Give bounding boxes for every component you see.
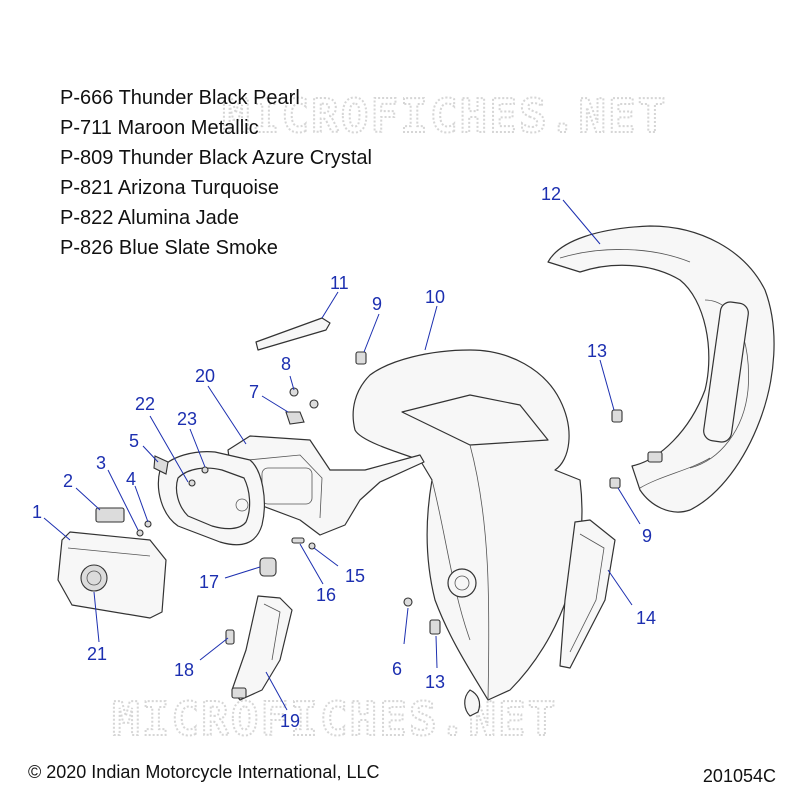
copyright-notice: © 2020 Indian Motorcycle International, … bbox=[28, 762, 380, 782]
callout-18: 18 bbox=[174, 660, 194, 680]
figure-number: 201054C bbox=[702, 766, 776, 786]
clip-9a bbox=[355, 351, 367, 365]
screw-18 bbox=[225, 629, 235, 645]
part-10-inner-fairing bbox=[352, 349, 583, 717]
screw-22 bbox=[188, 479, 196, 487]
part-22-gauge-bezel bbox=[157, 451, 265, 546]
washer-23 bbox=[201, 466, 209, 474]
callout-23: 23 bbox=[177, 409, 197, 429]
callout-22: 22 bbox=[135, 394, 155, 414]
callout-7: 7 bbox=[249, 382, 259, 402]
callout-20: 20 bbox=[195, 366, 215, 386]
paint-code-list: P-666 Thunder Black Pearl P-711 Maroon M… bbox=[60, 83, 372, 263]
callout-9-right: 9 bbox=[642, 526, 652, 546]
clip-9b bbox=[609, 477, 621, 489]
screw-8b bbox=[309, 399, 319, 409]
part-12-outer-fairing bbox=[547, 225, 775, 513]
callout-9-top: 9 bbox=[372, 294, 382, 314]
callout-4: 4 bbox=[126, 469, 136, 489]
clip-13b bbox=[429, 619, 441, 635]
callout-13-top: 13 bbox=[587, 341, 607, 361]
callout-5: 5 bbox=[129, 431, 139, 451]
paint-code-item: P-821 Arizona Turquoise bbox=[60, 177, 280, 199]
grommet-5 bbox=[153, 455, 169, 475]
screw-16 bbox=[291, 537, 305, 544]
callout-21: 21 bbox=[87, 644, 107, 664]
paint-code-item: P-666 Thunder Black Pearl bbox=[60, 87, 300, 109]
leader-lines bbox=[43, 199, 641, 711]
bushing-17 bbox=[259, 557, 277, 577]
paint-code-item: P-711 Maroon Metallic bbox=[60, 117, 259, 139]
bracket-7 bbox=[285, 411, 305, 425]
nut-3 bbox=[136, 529, 144, 537]
callout-6: 6 bbox=[392, 659, 402, 679]
part-2-label bbox=[95, 507, 125, 523]
callout-14: 14 bbox=[636, 608, 656, 628]
callout-10: 10 bbox=[425, 287, 445, 307]
callout-2: 2 bbox=[63, 471, 73, 491]
clip-13a bbox=[611, 409, 623, 423]
part-1-front-cover bbox=[57, 531, 167, 619]
callout-16: 16 bbox=[316, 585, 336, 605]
watermark-top: MICROFICHES.NET bbox=[222, 89, 667, 143]
paint-code-item: P-826 Blue Slate Smoke bbox=[60, 237, 278, 259]
callout-8: 8 bbox=[281, 354, 291, 374]
callout-13-bottom: 13 bbox=[425, 672, 445, 692]
callout-15: 15 bbox=[345, 566, 365, 586]
callout-19: 19 bbox=[280, 711, 300, 731]
callout-numbers: 1 2 3 4 5 6 7 8 9 9 10 11 12 13 13 14 15… bbox=[32, 184, 656, 731]
callout-3: 3 bbox=[96, 453, 106, 473]
callout-11: 11 bbox=[330, 273, 349, 293]
washer-15 bbox=[308, 542, 316, 550]
callout-1: 1 bbox=[32, 502, 42, 522]
part-19-side-bracket bbox=[231, 595, 293, 701]
screw-6 bbox=[403, 597, 413, 607]
callout-12: 12 bbox=[541, 184, 561, 204]
part-14-side-trim bbox=[559, 519, 616, 669]
callout-17: 17 bbox=[199, 572, 219, 592]
paint-code-item: P-809 Thunder Black Azure Crystal bbox=[60, 147, 373, 169]
watermark-bottom: MICROFICHES.NET bbox=[112, 692, 557, 746]
paint-code-item: P-822 Alumina Jade bbox=[60, 207, 240, 229]
screw-8a bbox=[289, 387, 299, 397]
part-11-trim-strip bbox=[255, 317, 331, 351]
